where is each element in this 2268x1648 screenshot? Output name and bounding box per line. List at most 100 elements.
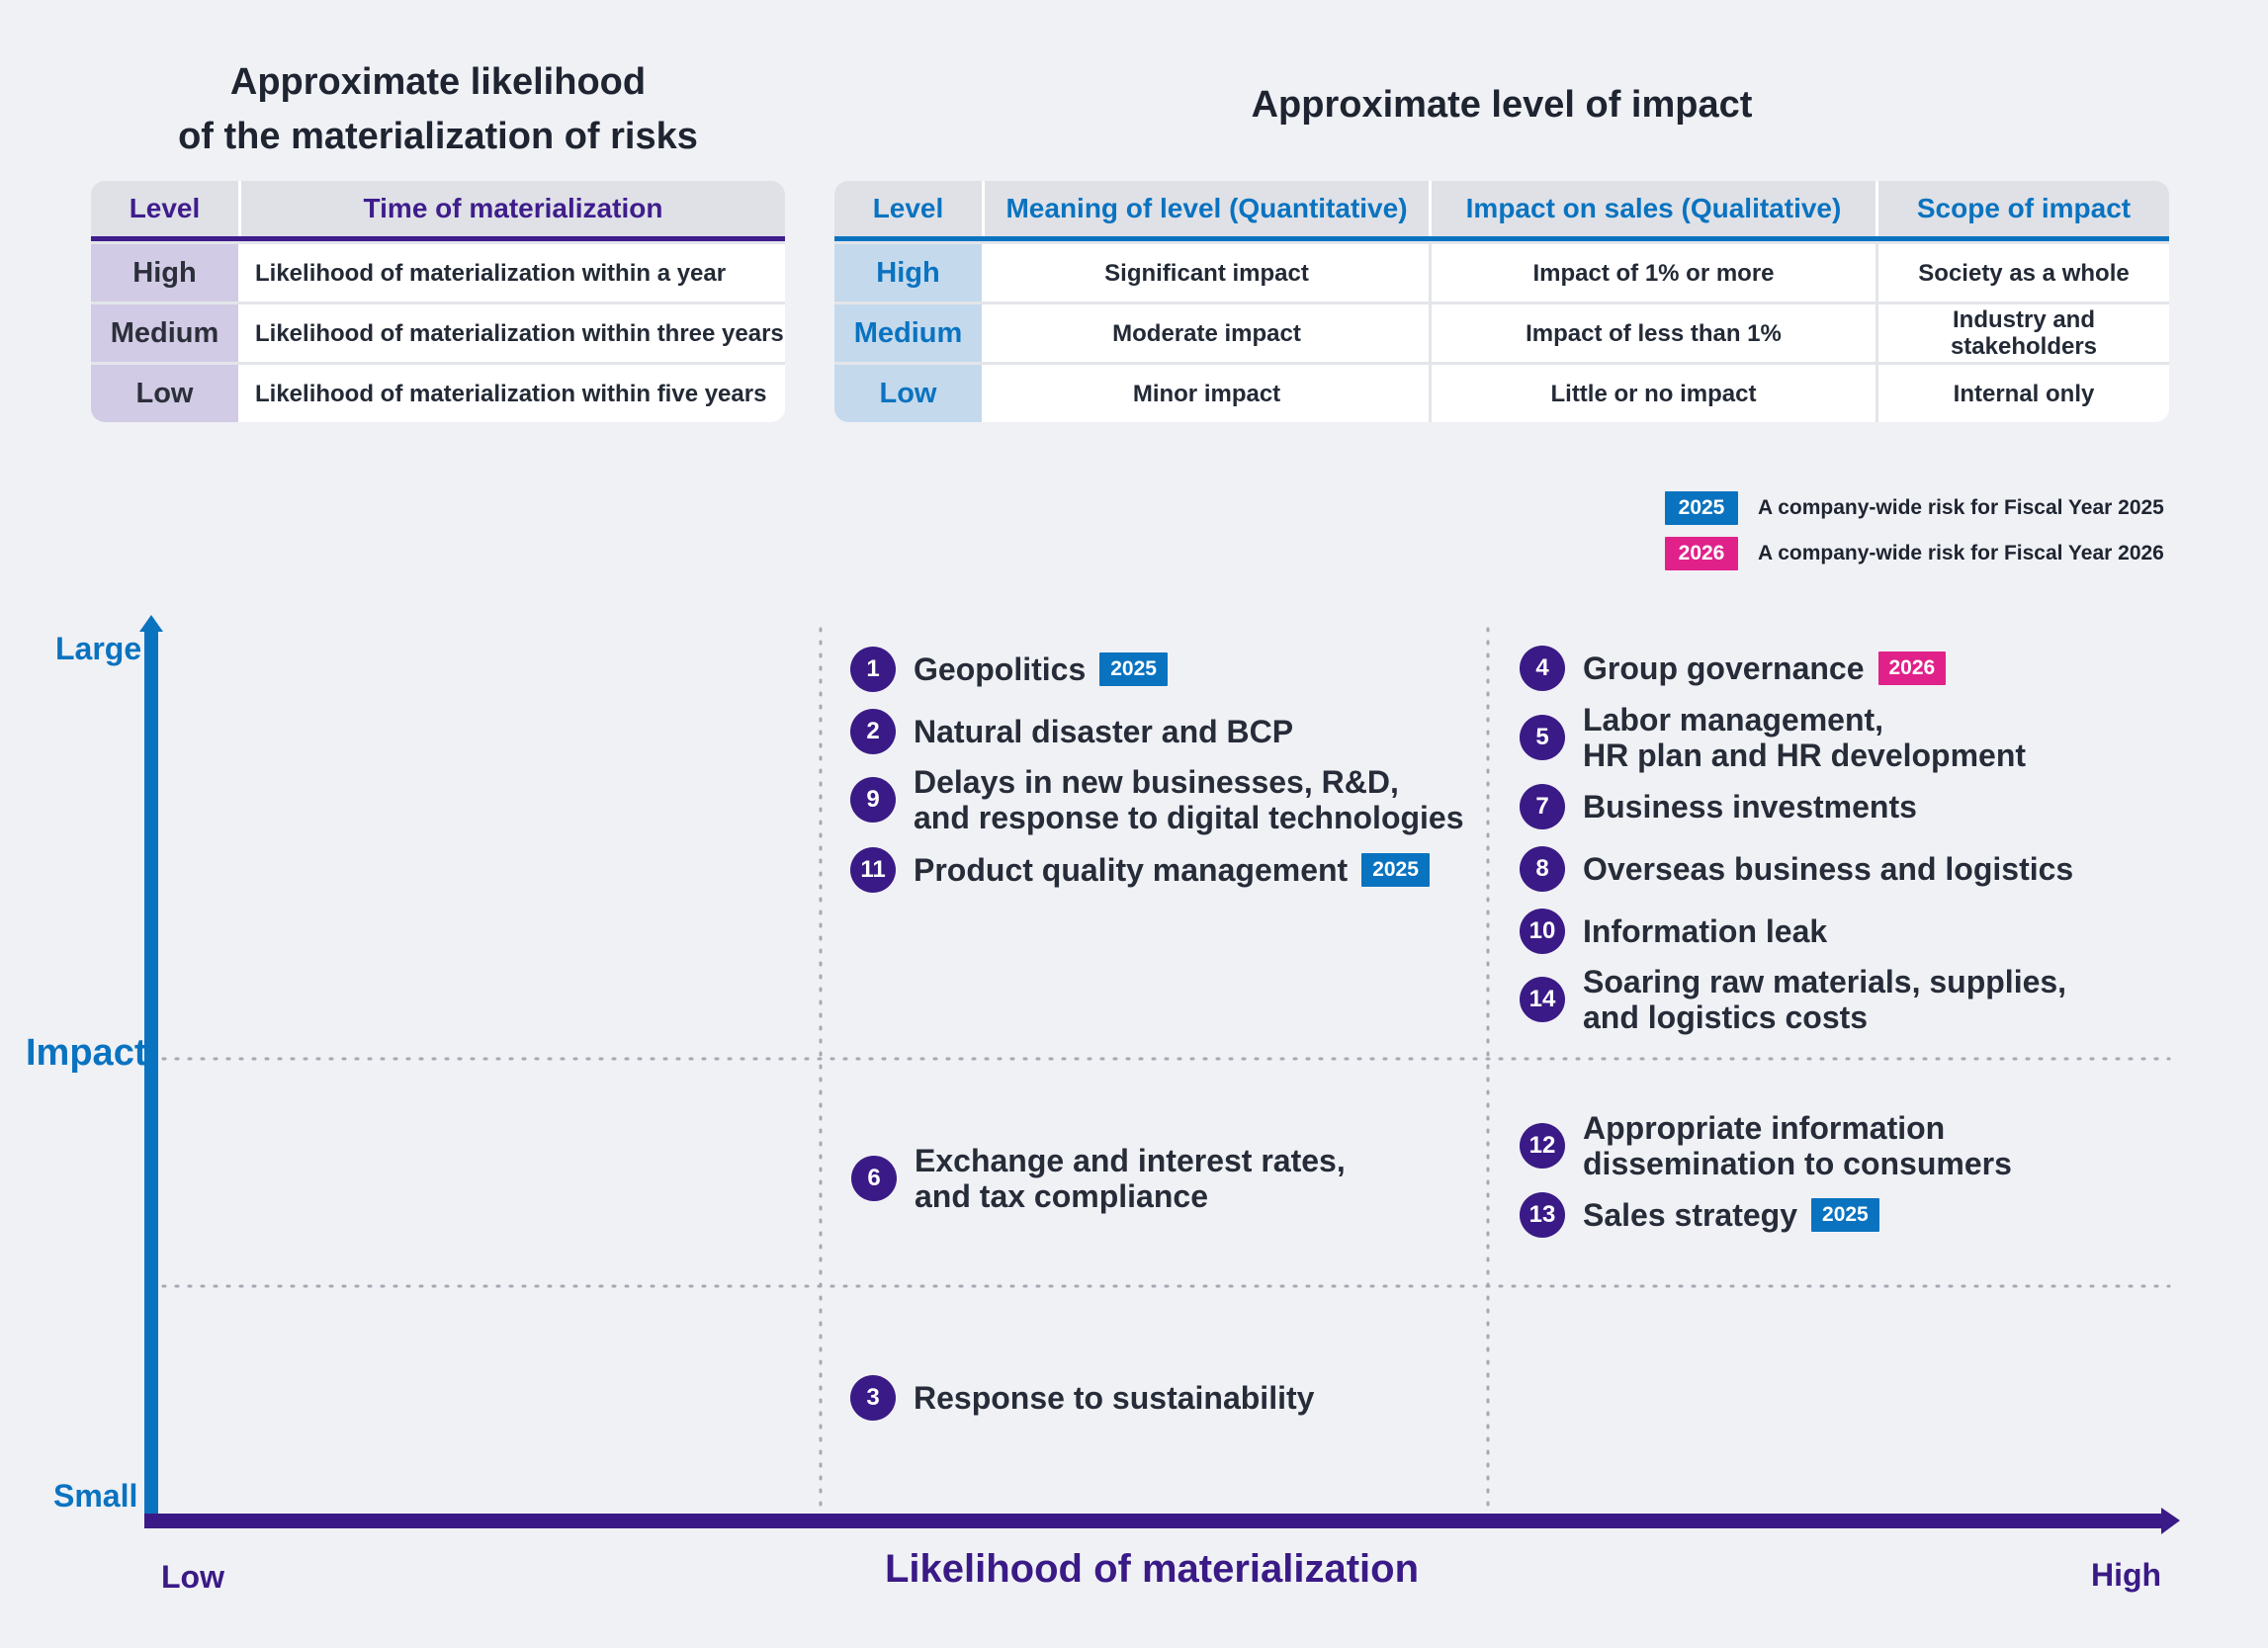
risk-item: 14 Soaring raw materials, supplies, and … xyxy=(1520,964,2066,1035)
risk-item: 3 Response to sustainability xyxy=(850,1375,1314,1421)
risk-number: 14 xyxy=(1520,977,1565,1022)
y-axis-title: Impact xyxy=(26,1032,147,1074)
badge-2025: 2025 xyxy=(1811,1198,1879,1232)
risk-item: 7 Business investments xyxy=(1520,784,1917,829)
risk-number: 12 xyxy=(1520,1123,1565,1169)
risk-number: 8 xyxy=(1520,846,1565,892)
risk-item: 4 Group governance 2026 xyxy=(1520,646,1947,691)
header-level: Level xyxy=(91,181,241,236)
time-cell: Likelihood of materialization within thr… xyxy=(241,304,785,362)
risk-item: 8 Overseas business and logistics xyxy=(1520,846,2073,892)
meaning-cell: Significant impact xyxy=(985,244,1432,302)
risk-label: Labor management, HR plan and HR develop… xyxy=(1583,702,2027,773)
risk-item: 5 Labor management, HR plan and HR devel… xyxy=(1520,702,2026,773)
level-cell: High xyxy=(91,244,241,302)
risk-number: 2 xyxy=(850,709,896,754)
likelihood-table-header: Level Time of materialization xyxy=(91,181,785,236)
badge-2026: 2026 xyxy=(1877,651,1947,685)
y-axis-bottom-label: Small xyxy=(53,1478,138,1514)
table-row: Low Likelihood of materialization within… xyxy=(91,362,785,422)
scope-cell: Industry and stakeholders xyxy=(1878,304,2169,362)
risk-label: Overseas business and logistics xyxy=(1583,851,2074,887)
impact-table: Level Meaning of level (Quantitative) Im… xyxy=(834,181,2169,422)
risk-label: Delays in new businesses, R&D, and respo… xyxy=(914,764,1464,835)
badge-2025: 2025 xyxy=(1361,853,1430,887)
header-underline xyxy=(91,236,785,241)
table-row: Low Minor impact Little or no impact Int… xyxy=(834,362,2169,422)
risk-item: 9 Delays in new businesses, R&D, and res… xyxy=(850,764,1464,835)
meaning-cell: Minor impact xyxy=(985,365,1432,422)
header-time: Time of materialization xyxy=(241,181,785,236)
x-axis-right-label: High xyxy=(2091,1557,2162,1593)
table-row: High Likelihood of materialization withi… xyxy=(91,241,785,302)
risk-label: Business investments xyxy=(1583,789,1917,824)
header-underline xyxy=(834,236,2169,241)
risk-label: Product quality management xyxy=(914,852,1349,888)
risk-number: 11 xyxy=(850,847,896,893)
risk-label: Geopolitics xyxy=(914,651,1087,687)
x-axis-line xyxy=(144,1514,2163,1528)
x-axis-left-label: Low xyxy=(161,1559,224,1595)
table-row: High Significant impact Impact of 1% or … xyxy=(834,241,2169,302)
risk-number: 6 xyxy=(851,1156,897,1201)
time-cell: Likelihood of materialization within fiv… xyxy=(241,365,785,422)
risk-item: 6 Exchange and interest rates, and tax c… xyxy=(851,1143,1346,1214)
badge-2025: 2025 xyxy=(1099,652,1168,686)
likelihood-table: Level Time of materialization High Likel… xyxy=(91,181,785,422)
level-cell: Low xyxy=(834,365,985,422)
risk-number: 9 xyxy=(850,777,896,823)
sales-cell: Impact of less than 1% xyxy=(1432,304,1878,362)
risk-number: 1 xyxy=(850,647,896,692)
risk-label: Soaring raw materials, supplies, and log… xyxy=(1583,964,2067,1035)
risk-label: Natural disaster and BCP xyxy=(914,714,1294,749)
sales-cell: Little or no impact xyxy=(1432,365,1878,422)
x-axis-arrowhead xyxy=(2161,1508,2180,1534)
risk-item: 2 Natural disaster and BCP xyxy=(850,709,1293,754)
risk-label: Information leak xyxy=(1583,913,1828,949)
impact-table-title: Approximate level of impact xyxy=(1251,84,1753,126)
scope-cell: Society as a whole xyxy=(1878,244,2169,302)
level-cell: Medium xyxy=(91,304,241,362)
risk-item: 13 Sales strategy 2025 xyxy=(1520,1192,1879,1238)
level-cell: Medium xyxy=(834,304,985,362)
table-row: Medium Moderate impact Impact of less th… xyxy=(834,302,2169,362)
time-cell: Likelihood of materialization within a y… xyxy=(241,244,785,302)
risk-label: Appropriate information dissemination to… xyxy=(1583,1110,2012,1181)
level-cell: Low xyxy=(91,365,241,422)
impact-table-header: Level Meaning of level (Quantitative) Im… xyxy=(834,181,2169,236)
risk-item: 1 Geopolitics 2025 xyxy=(850,647,1168,692)
y-axis-arrowhead xyxy=(139,615,163,632)
risk-number: 10 xyxy=(1520,909,1565,954)
legend-2025: 2025 A company-wide risk for Fiscal Year… xyxy=(1665,491,2164,525)
legend-text: A company-wide risk for Fiscal Year 2026 xyxy=(1758,542,2164,564)
risk-number: 3 xyxy=(850,1375,896,1421)
risk-number: 7 xyxy=(1520,784,1565,829)
badge-2025: 2025 xyxy=(1665,491,1738,525)
legend-2026: 2026 A company-wide risk for Fiscal Year… xyxy=(1665,537,2164,570)
risk-item: 11 Product quality management 2025 xyxy=(850,847,1430,893)
risk-label: Sales strategy xyxy=(1583,1197,1798,1233)
header-level: Level xyxy=(834,181,985,236)
table-row: Medium Likelihood of materialization wit… xyxy=(91,302,785,362)
meaning-cell: Moderate impact xyxy=(985,304,1432,362)
likelihood-table-title: Approximate likelihood of the materializ… xyxy=(178,61,698,157)
level-cell: High xyxy=(834,244,985,302)
badge-2026: 2026 xyxy=(1665,537,1738,570)
risk-label: Response to sustainability xyxy=(914,1380,1315,1416)
y-axis-top-label: Large xyxy=(55,631,142,666)
sales-cell: Impact of 1% or more xyxy=(1432,244,1878,302)
legend-text: A company-wide risk for Fiscal Year 2025 xyxy=(1758,496,2164,519)
header-sales: Impact on sales (Qualitative) xyxy=(1432,181,1878,236)
header-scope: Scope of impact xyxy=(1878,181,2169,236)
header-meaning: Meaning of level (Quantitative) xyxy=(985,181,1432,236)
risk-number: 5 xyxy=(1520,715,1565,760)
risk-item: 10 Information leak xyxy=(1520,909,1827,954)
risk-item: 12 Appropriate information dissemination… xyxy=(1520,1110,2012,1181)
risk-label: Exchange and interest rates, and tax com… xyxy=(915,1143,1346,1214)
risk-number: 13 xyxy=(1520,1192,1565,1238)
x-axis-title: Likelihood of materialization xyxy=(884,1547,1420,1591)
risk-number: 4 xyxy=(1520,646,1565,691)
y-axis-line xyxy=(144,631,158,1520)
scope-cell: Internal only xyxy=(1878,365,2169,422)
